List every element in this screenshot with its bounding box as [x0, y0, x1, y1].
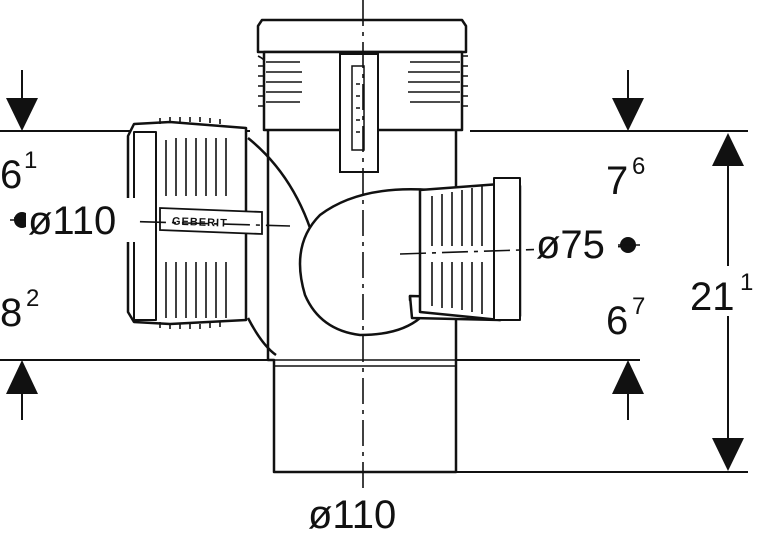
label-left-top-sup: 1 [24, 147, 37, 174]
right-socket-rim [493, 177, 521, 321]
left-top-arrow [6, 98, 38, 131]
top-socket-ribs-right [408, 61, 460, 103]
right-socket-ribs-bottom [431, 262, 483, 314]
label-left-bottom-sup: 2 [26, 285, 39, 312]
top-marker-plate [339, 53, 379, 173]
label-left-diam: ø110 [28, 199, 116, 243]
label-bottom-diam: ø110 [308, 493, 396, 536]
label-right-bottom-sup: 7 [632, 293, 645, 320]
left-socket-bottom-teeth [159, 322, 221, 329]
label-right-diam-bg [534, 224, 618, 268]
overall-bottom-arrow [712, 438, 744, 471]
left-socket-ribs-bottom [165, 262, 227, 318]
logo-strip: GEBERIT [159, 207, 263, 235]
left-bottom-arrow [6, 360, 38, 394]
top-marker-ticks [356, 83, 360, 133]
right-bottom-arrow [612, 360, 644, 394]
top-marker-strip [339, 53, 379, 173]
label-overall-main: 21 [690, 275, 735, 319]
label-overall-sup: 1 [740, 269, 753, 296]
label-right-top-sup: 6 [632, 153, 645, 180]
right-socket-ribs-top [431, 186, 483, 246]
label-right-bottom-main: 6 [606, 299, 628, 343]
top-socket-outer-teeth-left [257, 55, 265, 107]
right-top-arrow [612, 98, 644, 131]
label-overall-bg [690, 266, 766, 316]
label-right-diam: ø75 [536, 223, 605, 267]
left-socket-ribs-top [165, 138, 227, 196]
right-elbow-body [298, 188, 431, 337]
label-left-bottom-main: 8 [0, 291, 22, 335]
top-socket-rim [256, 18, 468, 54]
overall-top-arrow [712, 133, 744, 166]
label-left-diam-bg [26, 198, 138, 242]
top-socket-ribs-left [266, 61, 302, 103]
top-socket-outer-teeth-right [462, 55, 468, 107]
left-socket-top-teeth [159, 117, 221, 124]
top-marker-slot [351, 65, 365, 151]
dimension-labels: 6 1 ø110 8 2 7 6 ø75 6 7 21 1 ø110 [0, 147, 766, 537]
label-right-top-main: 7 [606, 159, 628, 203]
arrowheads [6, 98, 744, 471]
left-wye-curve-bottom [246, 317, 277, 357]
ribbing [159, 55, 483, 329]
label-left-top-main: 6 [0, 153, 22, 197]
